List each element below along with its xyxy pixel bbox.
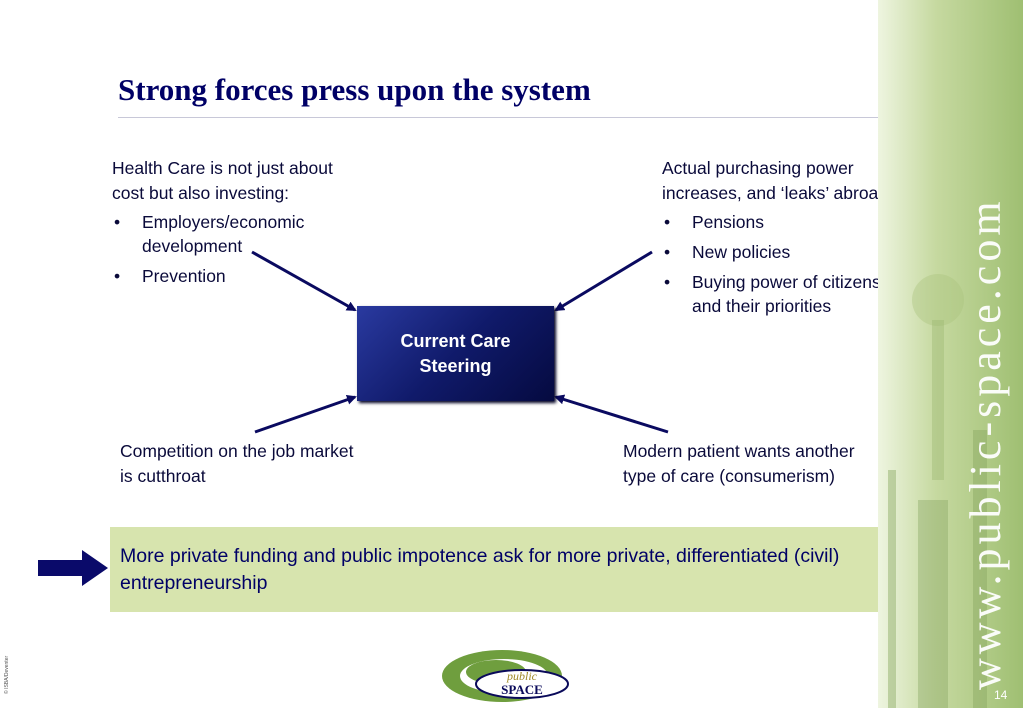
force-bottom-left-text: Competition on the job market is cutthro… (120, 441, 354, 486)
arrow-bottom-left (254, 394, 357, 434)
force-bottom-left: Competition on the job market is cutthro… (120, 439, 360, 489)
right-arrow-icon (38, 550, 108, 586)
website-url: www.public-space.com (961, 197, 1010, 690)
logo-line2: SPACE (501, 682, 543, 697)
logo-line1: public (506, 669, 538, 683)
list-item: •New policies (664, 242, 791, 262)
conclusion-text: More private funding and public impotenc… (120, 545, 840, 594)
sculpture-silhouette (888, 274, 987, 708)
arrow-top-left (251, 250, 357, 312)
list-item: •Pensions (664, 212, 764, 232)
force-top-left-list: •Employers/economic development •Prevent… (112, 210, 352, 288)
list-item: •Prevention (114, 266, 226, 286)
force-top-right-intro: Actual purchasing power increases, and ‘… (662, 158, 893, 203)
force-top-right: Actual purchasing power increases, and ‘… (662, 156, 897, 324)
bullet-icon: • (664, 242, 671, 262)
current-care-steering-box: Current Care Steering (357, 306, 554, 401)
public-space-logo: public SPACE (442, 650, 569, 702)
copyright-note: © ISBA/Deventer (4, 655, 10, 694)
title-divider (118, 117, 903, 118)
force-bottom-right: Modern patient wants another type of car… (623, 439, 863, 489)
arrow-top-right (554, 250, 653, 312)
bullet-icon: • (664, 212, 671, 232)
bullet-icon: • (114, 266, 121, 286)
force-top-left-intro: Health Care is not just about cost but a… (112, 158, 333, 203)
side-decoration: www.public-space.com (878, 0, 1023, 708)
page-number: 14 (994, 688, 1008, 702)
bullet-icon: • (114, 212, 121, 232)
arrow-bottom-right (554, 394, 669, 434)
list-item: •Employers/economic development (114, 212, 305, 256)
conclusion-banner: More private funding and public impotenc… (110, 527, 888, 612)
force-bottom-right-text: Modern patient wants another type of car… (623, 441, 855, 486)
list-item: •Buying power of citizens and their prio… (664, 272, 881, 316)
slide-title: Strong forces press upon the system (118, 72, 591, 107)
force-top-left: Health Care is not just about cost but a… (112, 156, 352, 294)
center-box-line2: Steering (419, 355, 492, 376)
bullet-icon: • (664, 272, 671, 292)
force-top-right-list: •Pensions •New policies •Buying power of… (662, 210, 897, 318)
center-box-line1: Current Care (400, 330, 511, 351)
